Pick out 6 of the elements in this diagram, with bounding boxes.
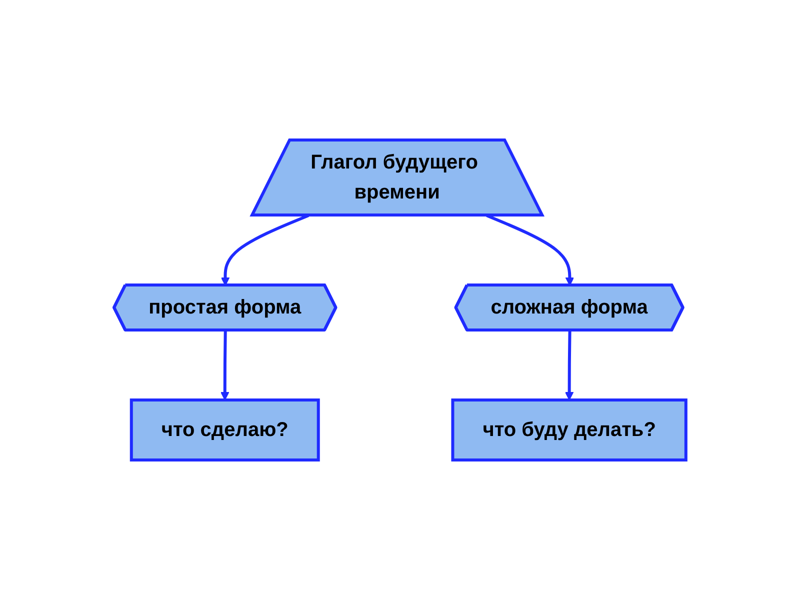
node-box: что буду делать? — [451, 398, 688, 462]
node-box: что сделаю? — [130, 398, 320, 462]
arrow — [486, 214, 574, 286]
arrow — [564, 330, 574, 400]
arrow — [220, 214, 310, 286]
arrow — [220, 330, 230, 400]
